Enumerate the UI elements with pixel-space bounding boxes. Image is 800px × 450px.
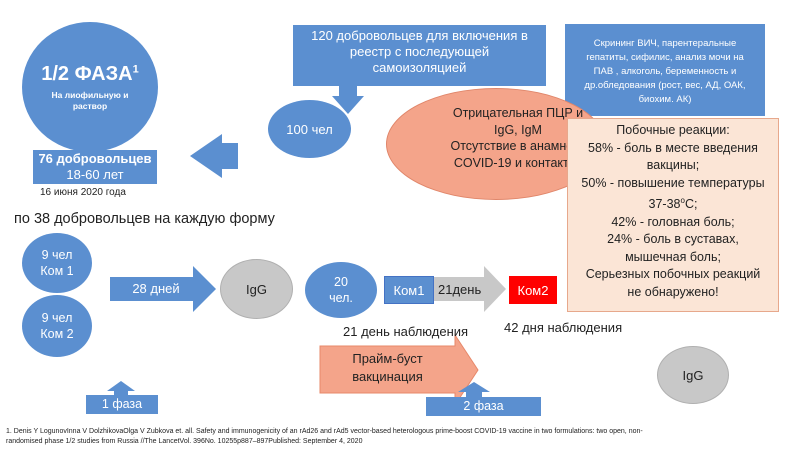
screening-line4: др.обледования (рост, вес, АД, ОАК, xyxy=(584,80,746,91)
top-callout-line3: самоизоляцией xyxy=(372,60,467,75)
per-form-label: по 38 добровольцев на каждую форму xyxy=(14,211,275,227)
pcr-line2: IgG, IgM xyxy=(494,122,542,137)
volunteers-age: 18-60 лет xyxy=(66,167,124,182)
phase-subtitle: На лиофильную и раствор xyxy=(51,89,129,111)
top-callout-line1: 120 добровольцев для включения в xyxy=(311,28,528,43)
footnote: 1. Denis Y LogunovInna V DolzhikovaOlga … xyxy=(6,427,796,446)
obs42-label: 42 дня наблюдения xyxy=(504,320,623,335)
days28-label: 28 дней xyxy=(132,281,180,296)
pcr-line3: Отсутствие в анамнезе xyxy=(450,139,586,153)
kom2-box: Ком2 xyxy=(509,276,557,304)
footnote-line2: randomised phase 1/2 studies from Russia… xyxy=(6,437,363,445)
side-effects-box: Побочные реакции: 58% - боль в месте вве… xyxy=(567,118,779,312)
top-callout-arrow xyxy=(293,25,546,114)
days21-label: 21день xyxy=(438,282,482,297)
screening-line1: Скрининг ВИЧ, парентеральные xyxy=(593,38,737,49)
twenty-unit: чел. xyxy=(329,291,353,305)
kom2-label: Ком2 xyxy=(517,282,549,298)
degree-sup: o xyxy=(680,196,685,205)
group2-circle: 9 чел Ком 2 xyxy=(22,295,92,357)
side-effect-joint-a: 24% - боль в суставах, xyxy=(607,232,739,247)
screening-box: Скрининг ВИЧ, парентеральные гепатиты, с… xyxy=(565,24,765,116)
prime-boost-line2: вакцинация xyxy=(352,369,423,384)
serious-effects-a: Серьезных побочных реакций xyxy=(585,267,761,282)
kom1-label: Ком1 xyxy=(393,282,425,298)
screening-line3: ПАВ , алкоголь, беременность и xyxy=(593,66,737,77)
arrow-21-days xyxy=(434,266,506,312)
phase1-label: 1 фаза xyxy=(101,397,143,411)
top-callout-text: 120 добровольцев для включения в реестр … xyxy=(293,28,546,76)
kom1-box: Ком1 xyxy=(384,276,434,304)
phase-footnote-ref: 1 xyxy=(132,63,139,76)
igg-label-2: IgG xyxy=(682,367,704,383)
temp-unit: C; xyxy=(684,197,698,212)
group1-circle: 9 чел Ком 1 xyxy=(22,233,92,293)
igg-circle-1: IgG xyxy=(220,259,293,319)
pcr-line1: Отрицательная ПЦР и xyxy=(452,106,584,120)
igg-label-1: IgG xyxy=(246,281,267,297)
pcr-line4: COVID-19 и контактов xyxy=(453,155,583,170)
group1-label: Ком 1 xyxy=(40,264,74,278)
twenty-count: 20 xyxy=(334,275,348,289)
phase2-arrow xyxy=(426,382,541,416)
volunteers-box: 76 добровольцев 18-60 лет xyxy=(33,150,157,184)
twenty-circle: 20 чел. xyxy=(305,262,377,318)
serious-effects-b: не обнаружено! xyxy=(627,284,719,299)
volunteers-count: 76 добровольцев xyxy=(38,151,152,166)
prime-boost-text: Прайм-буст вакцинация xyxy=(325,350,450,386)
side-effects-title: Побочные реакции: xyxy=(616,123,730,137)
group2-label: Ком 2 xyxy=(40,327,74,341)
prime-boost-line1: Прайм-буст xyxy=(352,351,423,366)
side-effect-temp: 37-38 xyxy=(648,197,681,212)
arrow-28-days xyxy=(110,266,216,312)
group1-count: 9 чел xyxy=(41,248,73,262)
phase2-label: 2 фаза xyxy=(463,399,504,413)
side-effect-pain-b: вакцины; xyxy=(646,158,700,172)
screening-line5: биохим. АК) xyxy=(638,94,692,105)
top-callout-line2: реестр с последующей xyxy=(349,44,490,59)
screening-line2: гепатиты, сифилис, анализ мочи на xyxy=(586,52,744,63)
side-effect-pain-a: 58% - боль в месте введения xyxy=(588,140,758,155)
hundred-label: 100 чел xyxy=(286,121,333,137)
igg-circle-2: IgG xyxy=(657,346,729,404)
group2-count: 9 чел xyxy=(41,311,73,325)
hundred-circle: 100 чел xyxy=(268,100,351,158)
phase-circle: 1/2 ФАЗА1 На лиофильную и раствор xyxy=(22,22,158,152)
side-effect-joint-b: мышечная боль; xyxy=(625,249,721,264)
side-effect-headache: 42% - головная боль; xyxy=(611,214,735,229)
footnote-line1: 1. Denis Y LogunovInna V DolzhikovaOlga … xyxy=(6,428,643,435)
phase1-arrow xyxy=(86,381,158,414)
date-label: 16 июня 2020 года xyxy=(40,187,126,198)
side-effect-fever: 50% - повышение температуры xyxy=(581,175,765,190)
phase-title: 1/2 ФАЗА xyxy=(41,62,133,85)
left-arrow-to-phase xyxy=(190,134,238,178)
obs21-label: 21 день наблюдения xyxy=(343,324,469,339)
